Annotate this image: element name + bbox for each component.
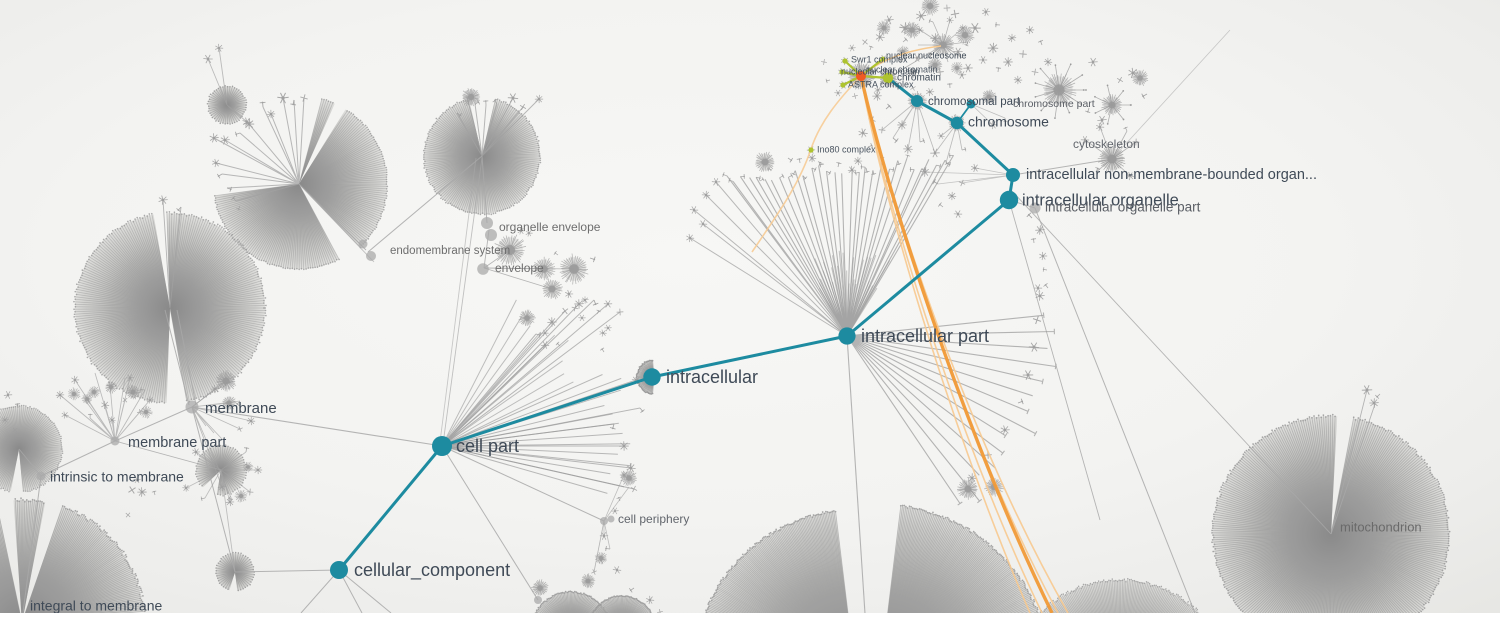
svg-text:intracellular non-membrane-bou: intracellular non-membrane-bounded organ… bbox=[1026, 167, 1317, 183]
svg-text:cell periphery: cell periphery bbox=[618, 512, 689, 526]
svg-text:intracellular: intracellular bbox=[666, 367, 758, 387]
svg-text:Swr1 complex: Swr1 complex bbox=[851, 54, 908, 64]
svg-text:intracellular organelle part: intracellular organelle part bbox=[1045, 200, 1201, 215]
svg-text:envelope: envelope bbox=[495, 261, 544, 275]
svg-text:membrane part: membrane part bbox=[128, 435, 226, 451]
svg-text:chromosome part: chromosome part bbox=[1013, 98, 1095, 110]
svg-text:nuclear chromatin: nuclear chromatin bbox=[866, 64, 938, 74]
svg-text:chromatin: chromatin bbox=[897, 73, 941, 84]
svg-text:intrinsic to membrane: intrinsic to membrane bbox=[50, 469, 184, 485]
svg-text:intracellular part: intracellular part bbox=[861, 326, 989, 346]
svg-text:Ino80 complex: Ino80 complex bbox=[817, 144, 876, 154]
svg-text:organelle envelope: organelle envelope bbox=[499, 220, 601, 234]
svg-text:nucleolar chromatin: nucleolar chromatin bbox=[841, 66, 920, 76]
svg-text:membrane: membrane bbox=[205, 400, 277, 417]
svg-text:integral to membrane: integral to membrane bbox=[30, 598, 163, 613]
svg-text:endomembrane system: endomembrane system bbox=[390, 245, 510, 257]
svg-text:chromosomal part: chromosomal part bbox=[928, 96, 1021, 108]
svg-text:ASTRA complex: ASTRA complex bbox=[848, 79, 914, 89]
svg-text:cellular_component: cellular_component bbox=[354, 560, 510, 581]
svg-text:nuclear nucleosome: nuclear nucleosome bbox=[886, 50, 967, 60]
svg-text:cytoskeleton: cytoskeleton bbox=[1073, 137, 1140, 151]
svg-text:intracellular organelle: intracellular organelle bbox=[1022, 191, 1179, 209]
svg-text:cell part: cell part bbox=[456, 436, 519, 456]
svg-text:chromosome: chromosome bbox=[968, 114, 1049, 130]
svg-text:mitochondrion: mitochondrion bbox=[1340, 519, 1422, 534]
